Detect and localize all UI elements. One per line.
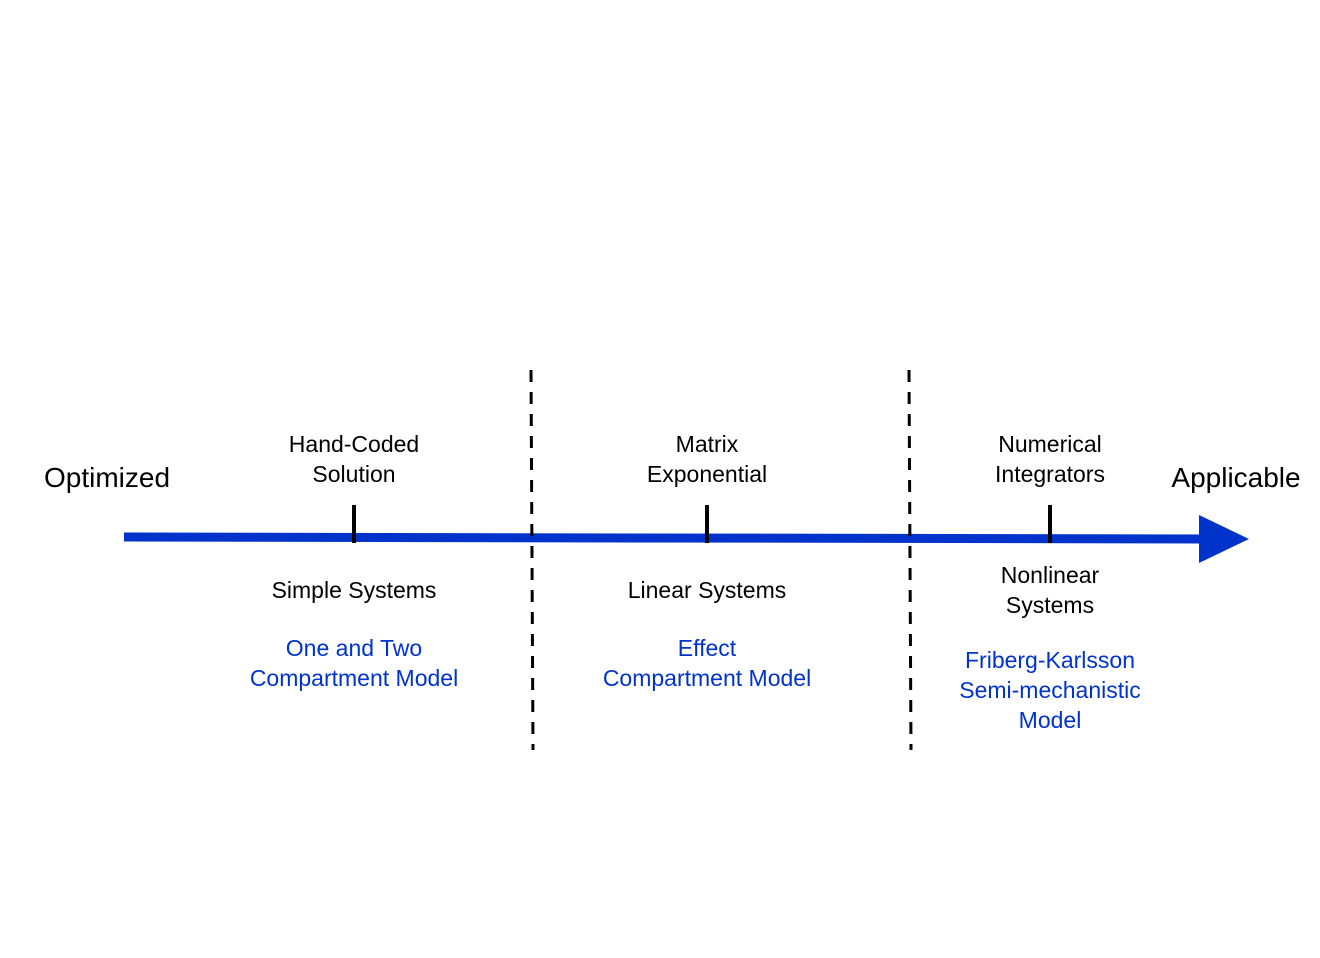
system-label-2-line-1: Linear Systems	[627, 577, 787, 603]
method-label-2-line-2: Exponential	[646, 461, 768, 487]
divider-1	[529, 369, 535, 751]
divider-2	[907, 369, 913, 751]
axis-line	[123, 532, 1206, 544]
system-label-3-line-1: Nonlinear	[1000, 562, 1100, 588]
system-label-3: Nonlinear Systems	[1001, 560, 1099, 620]
model-label-1: One and Two Compartment Model	[250, 633, 458, 693]
method-label-3-line-2: Integrators	[995, 461, 1105, 487]
method-label-1-line-2: Solution	[312, 461, 396, 487]
model-label-2: Effect Compartment Model	[603, 633, 811, 693]
method-label-2: Matrix Exponential	[647, 429, 767, 489]
model-label-2-line-1: Effect	[677, 635, 737, 661]
axis-arrowhead	[1199, 515, 1249, 563]
model-label-3: Friberg-Karlsson Semi-mechanistic Model	[959, 645, 1141, 735]
system-label-1-line-1: Simple Systems	[271, 577, 437, 603]
method-label-3: Numerical Integrators	[995, 429, 1105, 489]
model-label-1-line-1: One and Two	[285, 635, 423, 661]
axis-left-label: Optimized	[43, 462, 171, 493]
system-label-2: Linear Systems	[628, 575, 787, 605]
system-label-1: Simple Systems	[272, 575, 437, 605]
method-label-3-line-1: Numerical	[998, 431, 1102, 457]
model-label-3-line-2: Semi-mechanistic	[959, 677, 1141, 703]
model-label-3-line-1: Friberg-Karlsson	[965, 647, 1135, 673]
model-label-1-line-2: Compartment Model	[249, 665, 459, 691]
system-label-3-line-2: Systems	[1005, 592, 1095, 618]
model-label-2-line-2: Compartment Model	[602, 665, 812, 691]
model-label-3-line-3: Model	[1018, 707, 1082, 733]
method-label-1: Hand-Coded Solution	[289, 429, 419, 489]
method-label-1-line-1: Hand-Coded	[288, 431, 420, 457]
axis-right-label: Applicable	[1171, 462, 1301, 493]
method-label-2-line-1: Matrix	[675, 431, 739, 457]
